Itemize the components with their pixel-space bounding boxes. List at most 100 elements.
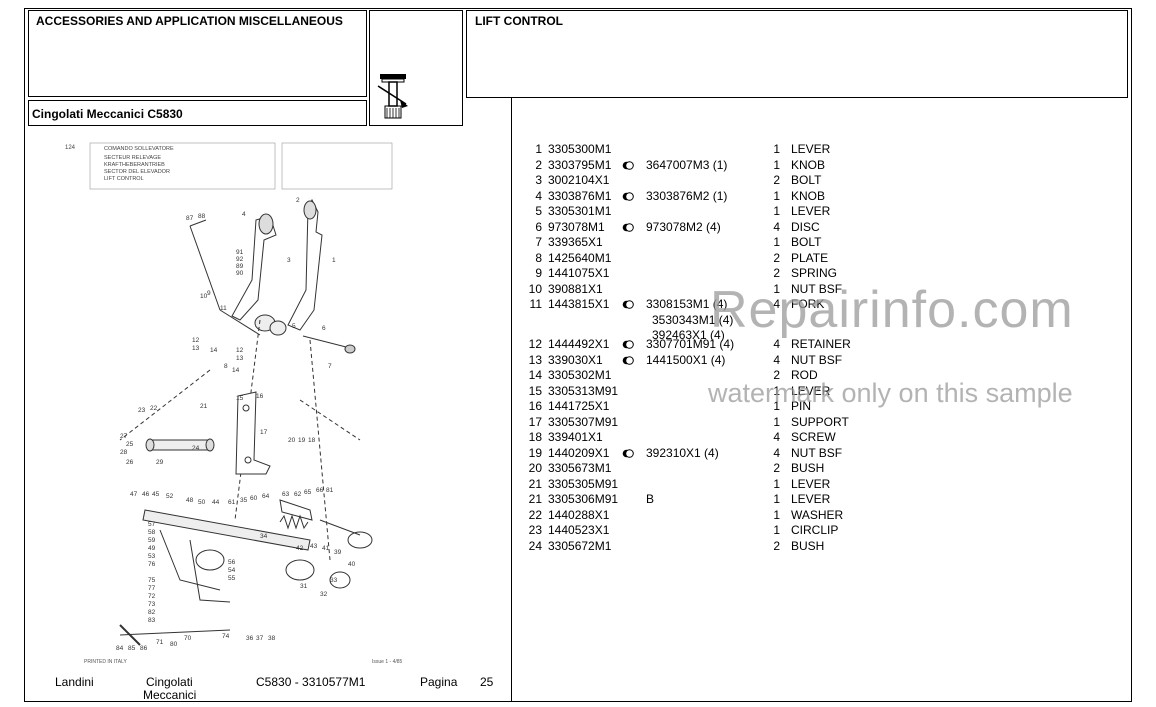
part-number: 3303795M1 [548,157,612,172]
quantity: 2 [773,461,780,475]
callout-11: 11 [220,305,227,312]
footer-brand: Landini [55,675,94,689]
part-number: 3305306M91 [548,492,619,506]
quantity: 4 [773,352,780,367]
footer-model-code: C5830 - 3310577M1 [256,675,366,689]
ref-number: 6 [535,219,542,234]
callout-83: 83 [148,617,156,624]
diagram-group-title-1: COMANDO SOLLEVATORE [104,146,174,152]
exchange-icon [622,448,634,458]
part-number: 1444492X1 [548,337,610,351]
ref-number: 15 [528,383,542,398]
footer-page-number: 25 [480,675,494,689]
exchange-marker [622,297,634,313]
quantity: 2 [773,250,780,265]
part-number: 1425640M1 [548,250,612,265]
callout-54: 54 [228,567,236,574]
callout-37: 37 [256,635,264,642]
callout-21: 21 [200,403,208,410]
callout-23: 23 [138,407,146,414]
group-title: LIFT CONTROL [475,14,563,28]
quantity: 1 [773,188,780,203]
description: SUPPORT [791,414,849,429]
exchange-marker [622,158,634,174]
footer-series-line1: Cingolati [146,675,193,689]
description: KNOB [791,157,826,172]
callout-86: 86 [140,645,148,652]
quantity: 2 [773,173,780,187]
quantity: 1 [773,383,780,398]
quantity: 4 [773,219,780,234]
diagram-page-ref: 124 [65,145,76,151]
ref-number: 18 [528,430,542,444]
ref-number: 7 [535,235,542,249]
quantity: 4 [773,337,780,351]
exchange-marker [622,220,634,236]
quantity: 2 [773,266,780,280]
exchange-marker [622,353,634,369]
model-title: Cingolati Meccanici C5830 [32,107,183,121]
callout-58: 58 [148,529,156,536]
quantity: 1 [773,281,780,296]
callout-14a: 14 [210,347,218,354]
callout-27: 27 [120,433,128,440]
description: LEVER [791,204,831,218]
callout-4: 4 [242,211,246,218]
quantity: 2 [773,368,780,382]
callout-29: 29 [156,459,164,466]
description: NUT BSF [791,445,843,460]
callout-16: 16 [256,393,264,400]
description: KNOB [791,188,826,203]
callout-61: 61 [228,499,236,506]
quantity: 1 [773,476,780,491]
alt-part-numbers: 3303876M2 (1) [646,189,727,205]
ref-number: 19 [528,445,542,460]
callout-56: 56 [228,559,236,566]
callout-41: 41 [322,545,330,552]
callout-48: 48 [186,497,194,504]
part-number: 1440288X1 [548,507,610,522]
part-number: 3305301M1 [548,204,612,218]
part-number: 3305313M91 [548,383,619,398]
quantity: 1 [773,414,780,429]
callout-26: 26 [126,459,134,466]
description: DISC [791,219,820,234]
callout-84: 84 [116,645,124,652]
part-number: 1441725X1 [548,399,610,413]
alt-part-numbers: 1441500X1 (4) [646,353,725,369]
alt-part-number: B [646,492,655,506]
callout-88: 88 [198,213,206,220]
callout-44: 44 [212,499,220,506]
watermark-notice: watermark only on this sample [708,378,1073,408]
part-number: 339401X1 [548,430,603,444]
part-number: 3305673M1 [548,461,612,475]
callout-89: 89 [236,263,244,270]
ref-number: 9 [535,266,542,280]
alt-part-numbers: 392310X1 (4) [646,446,719,462]
callout-66: 66 [316,487,324,494]
description: WASHER [791,507,844,522]
ref-number: 14 [528,368,542,382]
callout-91: 91 [236,249,244,256]
callout-63: 63 [282,491,290,498]
callout-55: 55 [228,575,236,582]
callout-25: 25 [126,441,134,448]
callout-10: 10 [200,293,208,300]
quantity: 1 [773,523,780,537]
ref-number: 3 [535,173,542,187]
alt-part-number: 1441500X1 (4) [646,352,726,367]
callout-65: 65 [304,489,312,496]
callout-40: 40 [348,561,356,568]
quantity: 4 [773,430,780,444]
alt-part-number: 3647007M3 (1) [646,157,728,172]
ref-number: 23 [528,523,542,537]
alt-part-number: 3303876M2 (1) [646,188,728,203]
part-number: 3303876M1 [548,188,612,203]
callout-75: 75 [148,577,156,584]
description: LEVER [791,492,831,506]
callout-52: 52 [166,493,174,500]
part-number: 1441075X1 [548,266,610,280]
callout-33: 33 [330,577,338,584]
callout-17: 17 [260,429,268,436]
part-number: 339030X1 [548,352,603,367]
